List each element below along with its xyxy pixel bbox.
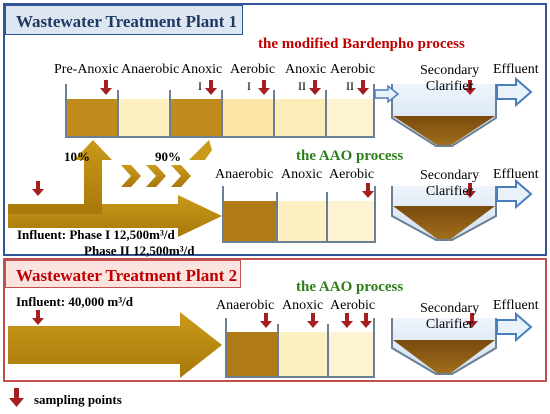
sampling-point-icon <box>360 313 372 328</box>
sampling-point-icon <box>357 80 369 95</box>
tank-anoxic-1 <box>171 99 221 136</box>
sampling-point-icon <box>341 313 353 328</box>
plant1-frame <box>3 3 547 256</box>
plant1-influent-line2: Phase II 12,500m³/d <box>84 243 195 258</box>
legend-label: sampling points <box>34 392 122 407</box>
aao1-zone-aerobic: Aerobic <box>329 167 375 182</box>
plant2-influent: Influent: 40,000 m³/d <box>16 294 133 309</box>
plant2-title: Wastewater Treatment Plant 2 <box>16 266 238 285</box>
tank-pre-anoxic <box>67 99 117 136</box>
plant1-title: Wastewater Treatment Plant 1 <box>16 12 238 31</box>
plant2-frame <box>3 258 547 382</box>
aao2-zone-anoxic: Anoxic <box>282 298 324 313</box>
zone-anoxic1-label: Anoxic <box>181 62 223 77</box>
sampling-point-icon <box>464 80 476 95</box>
legend-sampling-icon <box>9 388 24 407</box>
split-right-label: 90% <box>155 149 181 164</box>
sampling-point-icon <box>100 80 112 95</box>
sampling-point-icon <box>260 313 272 328</box>
zone-aerobic1-label: Aerobic <box>230 62 276 77</box>
plant1-influent-line1: Influent: Phase I 12,500m³/d <box>17 227 175 242</box>
aao1-clarifier <box>391 186 497 241</box>
aao2-clarifier-label: Secondary Clarifier <box>420 301 480 333</box>
influent-arrows-plant1 <box>8 140 222 237</box>
aao1-tanks <box>222 186 376 243</box>
effluent-arrows <box>496 76 533 343</box>
aao1-clarifier-label: Secondary Clarifier <box>420 168 480 200</box>
aao2-label: the AAO process <box>296 279 404 295</box>
zone-aerobic2-label: Aerobic <box>330 62 376 77</box>
zone-aerobic1-sub: I <box>247 79 251 93</box>
bardenpho-clarifier-label: Secondary Clarifier <box>420 63 480 95</box>
aao2-zone-anaerobic: Anaerobic <box>216 298 275 313</box>
sampling-point-icon <box>466 313 478 328</box>
bardenpho-effluent-label: Effluent <box>493 62 539 77</box>
zone-anoxic2-sub: II <box>298 79 306 93</box>
tank-anaerobic <box>119 99 169 136</box>
zone-anoxic1-sub: I <box>198 79 202 93</box>
aao1-zone-anaerobic: Anaerobic <box>215 167 274 182</box>
aao1-effluent-label: Effluent <box>493 167 539 182</box>
aao1-label: the AAO process <box>296 148 404 164</box>
bardenpho-tanks <box>65 84 375 138</box>
split-left-label: 10% <box>64 149 90 164</box>
plant2-title-box <box>5 260 241 288</box>
sampling-point-icon <box>309 80 321 95</box>
sampling-points <box>9 80 478 407</box>
transfer-arrow <box>374 84 400 104</box>
sampling-point-icon <box>307 313 319 328</box>
zone-anoxic2-label: Anoxic <box>285 62 327 77</box>
zone-pre-anoxic-label: Pre-Anoxic <box>54 62 119 77</box>
bardenpho-label: the modified Bardenpho process <box>258 36 465 52</box>
tank-aerobic-1 <box>223 99 273 136</box>
sampling-point-icon <box>205 80 217 95</box>
aao2-effluent-label: Effluent <box>493 298 539 313</box>
aao2-zone-aerobic: Aerobic <box>330 298 376 313</box>
bardenpho-clarifier <box>391 84 497 147</box>
influent-arrow-plant2 <box>8 312 222 378</box>
aao1-zone-anoxic: Anoxic <box>281 167 323 182</box>
sampling-point-icon <box>258 80 270 95</box>
tank-aerobic-2 <box>327 99 373 136</box>
sampling-point-icon <box>362 183 374 198</box>
sampling-point-icon <box>464 183 476 198</box>
zone-aerobic2-sub: II <box>346 79 354 93</box>
sampling-point-icon <box>32 310 44 325</box>
sampling-point-icon <box>32 181 44 196</box>
aao2-clarifier <box>391 318 497 375</box>
plant1-title-box <box>5 5 243 35</box>
zone-anaerobic-label: Anaerobic <box>121 62 180 77</box>
tank-anoxic-2 <box>275 99 325 136</box>
aao2-tanks <box>225 318 375 378</box>
